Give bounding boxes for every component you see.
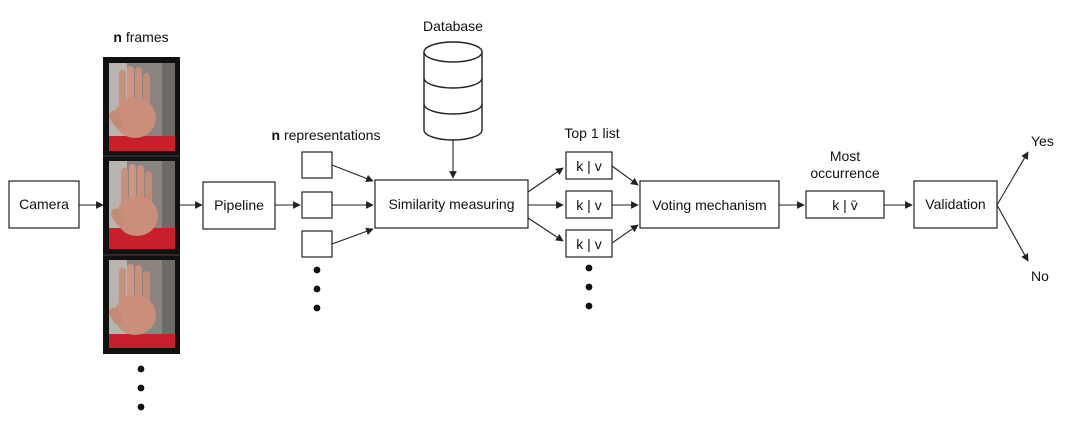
most-occurrence-node: k | v̄ [805, 190, 885, 219]
no-label: No [1031, 268, 1049, 284]
frame-image-3 [109, 260, 175, 348]
voting-node: Voting mechanism [639, 180, 780, 229]
top1-item-2-label: k | v [576, 197, 601, 213]
edge-rep1-similarity [331, 164, 374, 183]
similarity-label: Similarity measuring [388, 196, 514, 212]
most-caption-line2: occurrence [810, 165, 879, 181]
top1-ellipsis-dot-3 [585, 302, 593, 310]
validation-node: Validation [913, 180, 998, 229]
edge-kv3-voting [611, 224, 639, 244]
frame-image-2 [109, 161, 175, 249]
camera-node: Camera [8, 180, 80, 229]
representations-caption-text: representations [280, 127, 380, 143]
representation-box-1 [301, 151, 333, 179]
top1-item-3: k | v [565, 229, 613, 258]
top1-ellipsis-dot-1 [585, 264, 593, 272]
representations-ellipsis-dot-2 [313, 285, 321, 293]
voting-label: Voting mechanism [652, 197, 766, 213]
representations-caption: n representations [272, 127, 381, 143]
database-icon [423, 41, 483, 141]
top1-item-1-label: k | v [576, 158, 601, 174]
database-caption: Database [423, 18, 483, 34]
most-caption-line1: Most [830, 148, 860, 164]
top1-caption: Top 1 list [564, 125, 619, 141]
representation-box-3 [301, 230, 333, 258]
top1-item-1: k | v [565, 151, 613, 180]
yes-label: Yes [1031, 133, 1054, 149]
validation-label: Validation [925, 196, 985, 212]
frame-image-1 [109, 63, 175, 151]
edge-similarity-kv1 [527, 167, 564, 193]
similarity-node: Similarity measuring [374, 179, 529, 229]
frames-caption-n: n [113, 29, 122, 45]
representation-box-2 [301, 191, 333, 219]
frames-ellipsis-dot-3 [137, 403, 145, 411]
edge-rep3-similarity [331, 227, 374, 245]
frames-caption-text: frames [122, 29, 169, 45]
top1-item-3-label: k | v [576, 236, 601, 252]
frames-ellipsis-dot-1 [137, 365, 145, 373]
edge-validation-yes [996, 151, 1029, 206]
most-occurrence-label: k | v̄ [832, 197, 857, 213]
pipeline-label: Pipeline [214, 197, 264, 213]
pipeline-node: Pipeline [202, 181, 276, 230]
camera-label: Camera [19, 196, 69, 212]
frames-caption: n frames [113, 29, 168, 45]
representations-ellipsis-dot-3 [313, 304, 321, 312]
frames-ellipsis-dot-2 [137, 384, 145, 392]
edge-validation-no [996, 204, 1029, 262]
representations-caption-n: n [272, 127, 281, 143]
film-strip [103, 57, 180, 354]
representations-ellipsis-dot-1 [313, 266, 321, 274]
edge-similarity-kv3 [527, 217, 564, 242]
edge-kv1-voting [611, 165, 639, 186]
top1-ellipsis-dot-2 [585, 283, 593, 291]
top1-item-2: k | v [565, 190, 613, 219]
